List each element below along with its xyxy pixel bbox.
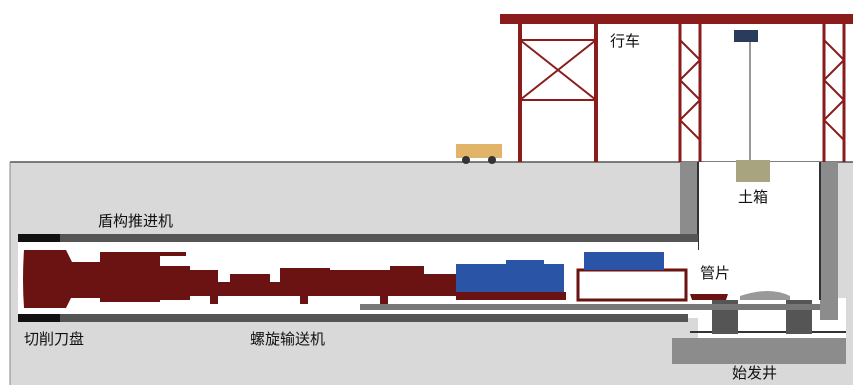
label-cutter-head: 切削刀盘: [24, 330, 85, 348]
label-segments: 管片: [700, 264, 731, 282]
segment-bed: [690, 291, 790, 300]
label-launch-shaft: 始发井: [732, 364, 778, 382]
label-shield-jacking: 盾构推进机: [98, 212, 174, 230]
label-gantry-crane: 行车: [610, 32, 641, 50]
gantry-crane: [500, 14, 853, 162]
label-soil-box: 土箱: [738, 188, 769, 206]
label-screw-conveyor: 螺旋输送机: [250, 330, 326, 348]
launch-shaft: [672, 162, 846, 364]
shield-machine: [23, 250, 458, 308]
dump-truck-icon: [456, 144, 502, 164]
backup-trailers: [456, 252, 688, 302]
soil-box-icon: [736, 160, 770, 182]
